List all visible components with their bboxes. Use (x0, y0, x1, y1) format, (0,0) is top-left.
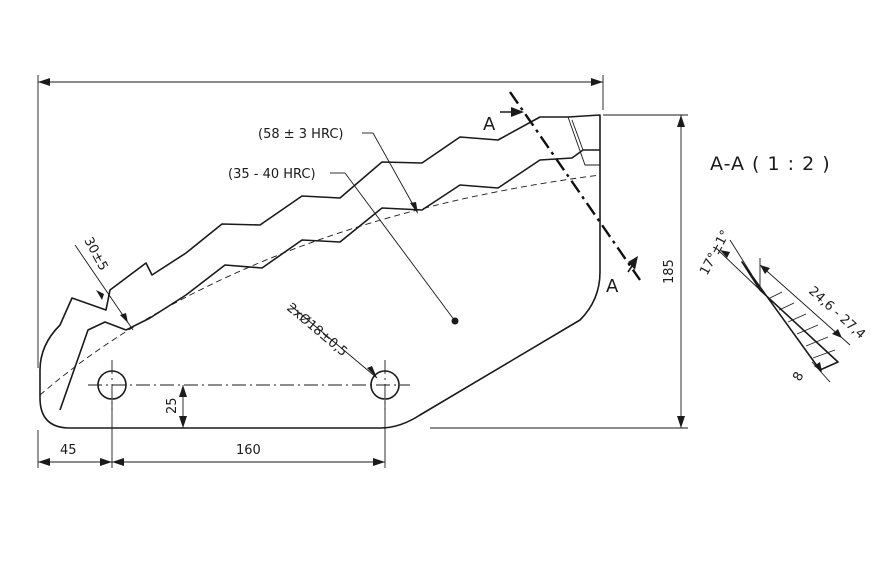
top-width-dimension (37, 75, 604, 368)
hole-diameter-callout: 2xØ18±0,5 (283, 301, 378, 379)
bevel-dimension: 30±5 (74, 235, 134, 331)
section-marker-top: A (483, 114, 496, 135)
dim-160-label: 160 (236, 443, 261, 458)
hardness-body-label: (35 - 40 HRC) (228, 167, 316, 182)
section-cut-line: A A (483, 91, 641, 297)
hole-height-dimension: 25 (165, 385, 187, 428)
tip-inner-line (571, 119, 584, 151)
dim-45-label: 45 (60, 443, 77, 458)
tip-bevel-line (567, 116, 600, 166)
blade-outline (39, 114, 601, 429)
inner-edge-line (59, 149, 600, 411)
cut-line (509, 91, 641, 281)
bevel-angle-label: 30±5 (80, 235, 110, 274)
hardening-boundary (39, 174, 601, 396)
section-thickness-label: 8 (790, 370, 807, 384)
dim-185-label: 185 (662, 259, 677, 284)
section-marker-bottom: A (606, 276, 619, 297)
blade-body-outline (39, 114, 601, 429)
section-view: A-A ( 1 : 2 ) 17°±1° 24,6 - 27,4 8 (697, 153, 868, 384)
bottom-dimensions: 45 160 (37, 400, 386, 468)
dim-25-label: 25 (165, 397, 180, 414)
overall-height-dimension: 185 (430, 114, 688, 429)
hole-diameter-label: 2xØ18±0,5 (283, 301, 350, 360)
section-profile (741, 261, 839, 371)
hardness-edge-label: (58 ± 3 HRC) (258, 127, 343, 142)
section-title: A-A ( 1 : 2 ) (710, 153, 831, 175)
mounting-holes (88, 317, 459, 410)
hardness-callouts: (58 ± 3 HRC) (35 - 40 HRC) (228, 127, 456, 322)
